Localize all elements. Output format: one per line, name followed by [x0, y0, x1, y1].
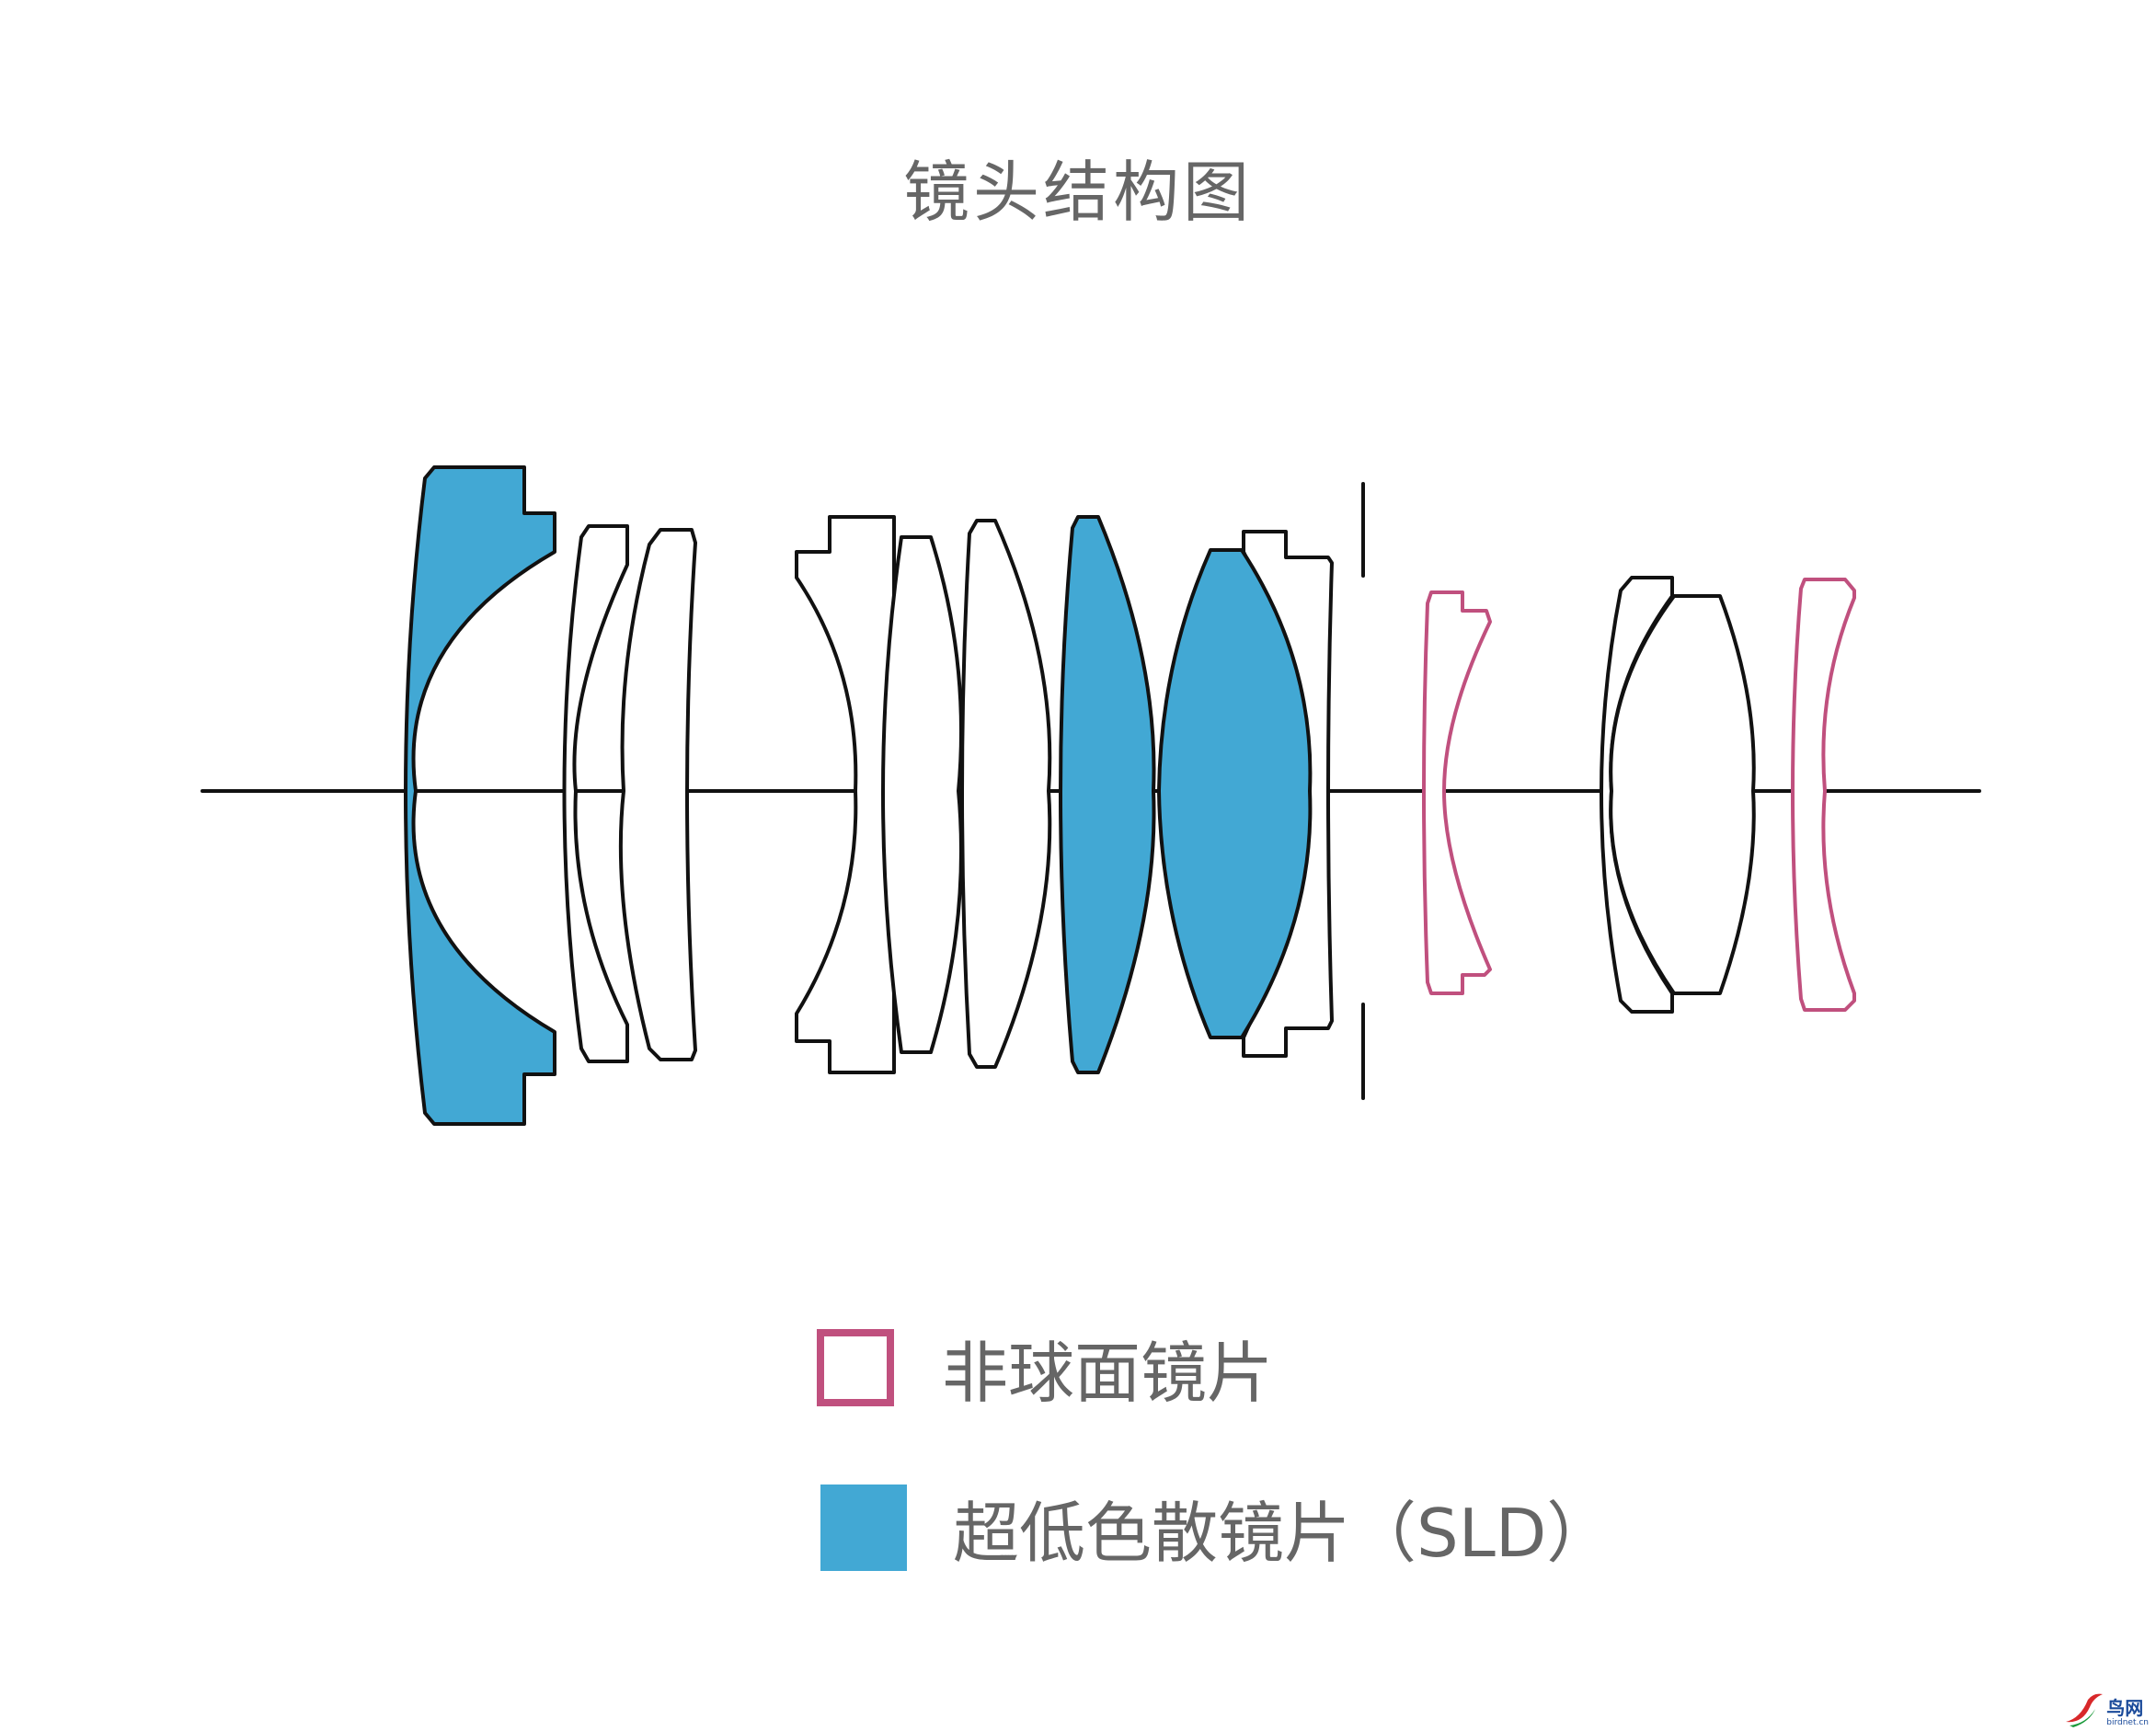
- legend-swatch-sld: [820, 1484, 907, 1571]
- lens-element-3: [618, 528, 697, 1061]
- lens-element-9-sld: [1157, 548, 1313, 1039]
- legend-label-aspherical: 非球面镜片: [942, 1335, 1274, 1412]
- lens-element-13-aspherical: [1791, 578, 1856, 1012]
- watermark: 鸟网 birdnet.cn: [2062, 1691, 2149, 1727]
- lens-element-2: [562, 524, 629, 1063]
- legend-sld: 超低色散镜片（SLD）: [820, 1479, 1612, 1576]
- watermark-logo-icon: [2066, 1693, 2104, 1727]
- lens-element-6: [960, 519, 1052, 1069]
- lens-element-7-sld: [1059, 515, 1156, 1074]
- lens-element-1-sld: [404, 465, 556, 1126]
- watermark-subtext: birdnet.cn: [2106, 1718, 2149, 1727]
- legend-aspherical: 非球面镜片: [817, 1319, 1273, 1416]
- lens-element-5: [881, 535, 964, 1054]
- page-title: 镜头结构图: [902, 154, 1253, 231]
- legend-label-sld: 超低色散镜片（SLD）: [953, 1495, 1613, 1572]
- legend-swatch-aspherical: [817, 1328, 894, 1406]
- lens-element-12: [1609, 594, 1756, 995]
- lens-element-10-aspherical: [1422, 590, 1492, 995]
- watermark-text: 鸟网: [2106, 1697, 2144, 1719]
- lens-element-4: [795, 515, 896, 1074]
